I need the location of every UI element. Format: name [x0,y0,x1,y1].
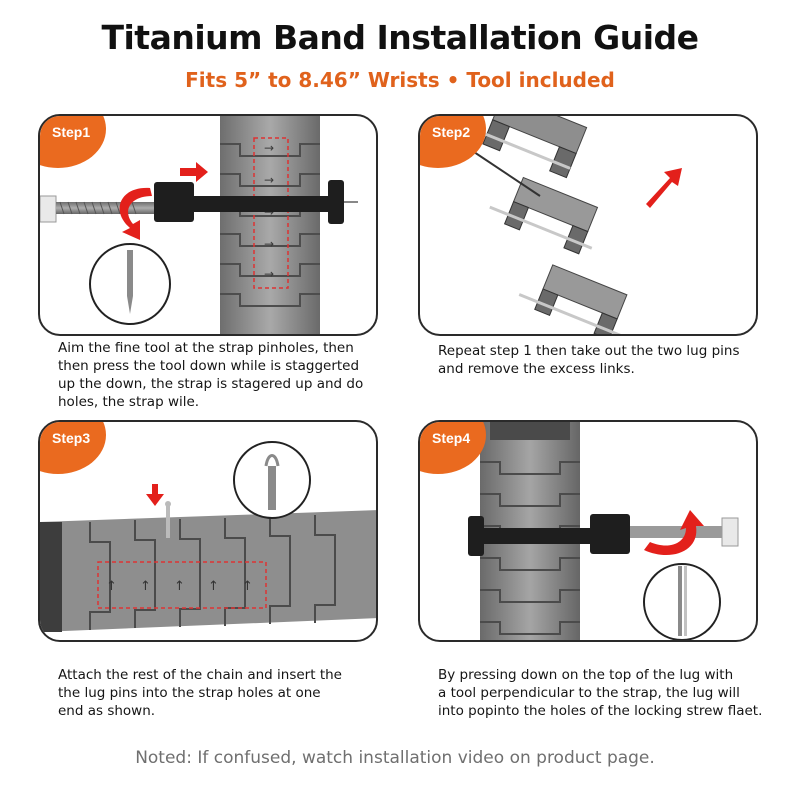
lift-arrow-icon [646,168,682,208]
caption-line: and remove the excess links. [438,361,635,377]
caption-line: a tool perpendicular to the strap, the l… [438,685,740,701]
caption-line: Repeat step 1 then take out the two lug … [438,343,740,359]
step-3-caption: Attach the rest of the chain and insert … [58,666,398,720]
step-4-caption: By pressing down on the top of the lug w… [438,666,778,720]
step-2-caption: Repeat step 1 then take out the two lug … [438,342,778,378]
push-arrow-icon [180,162,208,182]
insert-arrow-icon [146,484,164,506]
step-badge: Step3 [40,422,106,474]
svg-text:↑: ↑ [208,579,219,594]
caption-line: Aim the fine tool at the strap pinholes,… [58,340,354,356]
lug-pin [165,501,171,538]
pin-removal-tool [468,514,739,556]
caption-line: Attach the rest of the chain and insert … [58,667,342,683]
step-4-illustration [468,422,739,640]
step-3-label: Step3 [52,430,91,446]
svg-text:→: → [264,237,274,251]
step-1-label: Step1 [52,124,91,140]
footer-note: Noted: If confused, watch installation v… [135,748,655,768]
caption-line: end as shown. [58,703,156,719]
page-subtitle: Fits 5” to 8.46” Wrists • Tool included [185,68,615,92]
step-3-panel: ↑ ↑ ↑ ↑ ↑ Step3 [38,420,378,642]
page-title: Titanium Band Installation Guide [101,18,699,57]
svg-text:→: → [264,267,274,281]
magnifier-pin-detail [89,243,171,325]
step-3-illustration: ↑ ↑ ↑ ↑ ↑ [40,441,376,632]
caption-line: up the down, the strap is stagered up an… [58,376,364,392]
rotate-arrow-icon [644,510,704,556]
pin-removal-tool [40,180,358,224]
magnifier-pin-detail [643,563,721,640]
svg-text:↑: ↑ [242,579,253,594]
caption-line: holes, the strap wile. [58,394,200,410]
caption-line: the lug pins into the strap holes at one [58,685,321,701]
caption-line: By pressing down on the top of the lug w… [438,667,734,683]
svg-text:↑: ↑ [174,579,185,594]
step-1-panel: → → → → → Step1 [38,114,378,336]
svg-text:↑: ↑ [106,579,117,594]
step-2-panel: Step2 [418,114,758,336]
step-1-illustration: → → → → → [40,116,358,334]
watch-strap: ↑ ↑ ↑ ↑ ↑ [40,510,376,632]
magnifier-pin-detail [233,441,311,519]
caption-line: into popinto the holes of the locking st… [438,703,763,719]
step-4-panel: Step4 [418,420,758,642]
caption-line: then press the tool down while is stagge… [58,358,360,374]
watch-strap: → → → → → [220,116,320,334]
step-4-label: Step4 [432,430,471,446]
svg-text:↑: ↑ [140,579,151,594]
step-2-label: Step2 [432,124,471,140]
rotate-arrow-icon [119,187,152,240]
step-1-caption: Aim the fine tool at the strap pinholes,… [58,339,398,411]
svg-text:→: → [264,141,274,155]
svg-text:→: → [264,173,274,187]
